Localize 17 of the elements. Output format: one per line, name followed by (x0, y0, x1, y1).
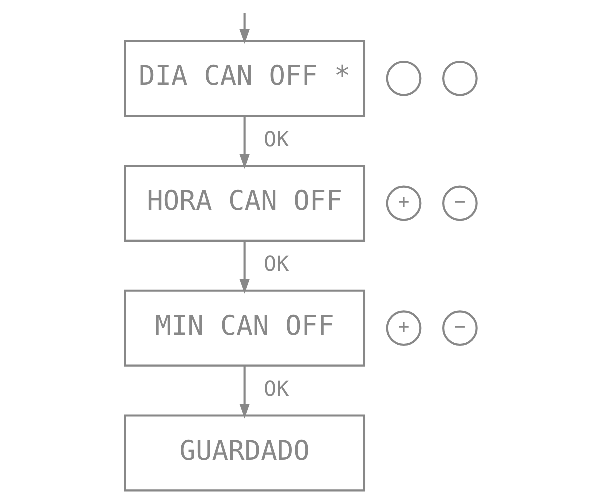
edge-label: OK (264, 376, 289, 401)
node-circle (442, 60, 478, 96)
edge-label: OK (264, 127, 289, 152)
node-circle: − (442, 186, 478, 222)
arrow (239, 13, 250, 44)
node-circle: + (386, 186, 422, 222)
node-circle: − (442, 310, 478, 346)
node-box: GUARDADO (124, 414, 366, 492)
arrow (239, 241, 250, 294)
edge-label: OK (264, 252, 289, 276)
node-box: MIN CAN OFF (124, 290, 366, 367)
node-box: HORA CAN OFF (124, 165, 366, 242)
arrow (239, 116, 250, 170)
node-circle: + (386, 310, 422, 346)
arrow (239, 366, 250, 419)
node-circle (386, 60, 422, 96)
node-box: DIA CAN OFF * (124, 40, 366, 118)
